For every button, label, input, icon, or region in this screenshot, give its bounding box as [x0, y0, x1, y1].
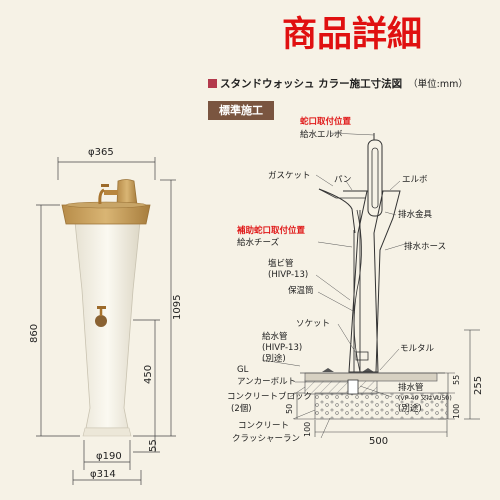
- dim-body-height: 860: [29, 324, 40, 343]
- dim-base-width: 500: [369, 436, 388, 447]
- label-drain-pipe-note: (別途): [398, 403, 422, 414]
- dim-base-height: 55: [148, 439, 159, 452]
- dim-base-diameter: φ190: [96, 451, 122, 462]
- label-water-tee: 給水チーズ: [237, 237, 280, 248]
- label-concrete-block-count: (2個): [231, 403, 252, 414]
- label-insulation: 保温筒: [288, 285, 314, 296]
- stand-wash-product: [61, 179, 151, 437]
- label-water-elbow: 給水エルボ: [300, 129, 343, 140]
- label-elbow: エルボ: [402, 175, 428, 185]
- label-anchor-bolt: アンカーボルト: [237, 377, 296, 387]
- label-drain-fitting: 排水金具: [398, 209, 433, 220]
- dim-slab-50: 50: [285, 404, 294, 414]
- diagram-subtitle: スタンドウォッシュ カラー施工寸法図 （単位:mm）: [208, 76, 468, 91]
- dim-top-diameter: φ365: [88, 147, 114, 158]
- label-faucet-position: 蛇口取付位置: [300, 116, 352, 127]
- label-pvc-pipe: 塩ビ管: [268, 258, 294, 269]
- faucet-icon: [98, 184, 118, 205]
- label-socket: ソケット: [296, 319, 330, 329]
- label-mortar: モルタル: [400, 344, 435, 354]
- standard-install-badge: 標準施工: [208, 101, 274, 120]
- subtitle-text: スタンドウォッシュ カラー施工寸法図: [220, 78, 403, 90]
- leader-lines: [261, 132, 406, 439]
- dim-ground-depth: 255: [473, 376, 484, 395]
- aux-faucet-icon: [95, 306, 107, 327]
- left-dimension-lines: [36, 157, 176, 485]
- dim-overall-height: 1095: [172, 295, 183, 320]
- dim-aux-height: 450: [143, 365, 154, 384]
- label-concrete: コンクリート: [238, 421, 289, 431]
- label-drain-pipe-spec: (VP-40 又はVU50): [398, 395, 452, 402]
- dim-foot-diameter: φ314: [90, 469, 116, 480]
- label-supply-pipe: 給水管: [262, 331, 288, 342]
- right-dimension-lines: [294, 329, 480, 437]
- dim-ground-top: 55: [452, 375, 461, 385]
- label-gasket: ガスケット: [268, 170, 311, 181]
- label-pan: パン: [334, 175, 351, 185]
- label-drain-hose: 排水ホース: [404, 241, 446, 252]
- cross-section: [300, 133, 448, 420]
- label-supply-pipe-note: (別途): [262, 353, 286, 364]
- label-aux-faucet-position: 補助蛇口取付位置: [236, 225, 306, 236]
- dim-slab-100-left: 100: [303, 422, 312, 437]
- label-gl: GL: [237, 365, 249, 375]
- subtitle-marker: [208, 79, 217, 88]
- label-concrete-block: コンクリートブロック: [227, 391, 312, 402]
- label-crusher-run: クラッシャーラン: [232, 434, 300, 444]
- label-pvc-pipe-spec: (HIVP-13): [268, 270, 308, 280]
- unit-note: （単位:mm）: [408, 79, 468, 90]
- label-supply-pipe-spec: (HIVP-13): [262, 343, 302, 353]
- label-drain-pipe: 排水管: [398, 382, 424, 393]
- dim-slab-100: 100: [452, 404, 461, 419]
